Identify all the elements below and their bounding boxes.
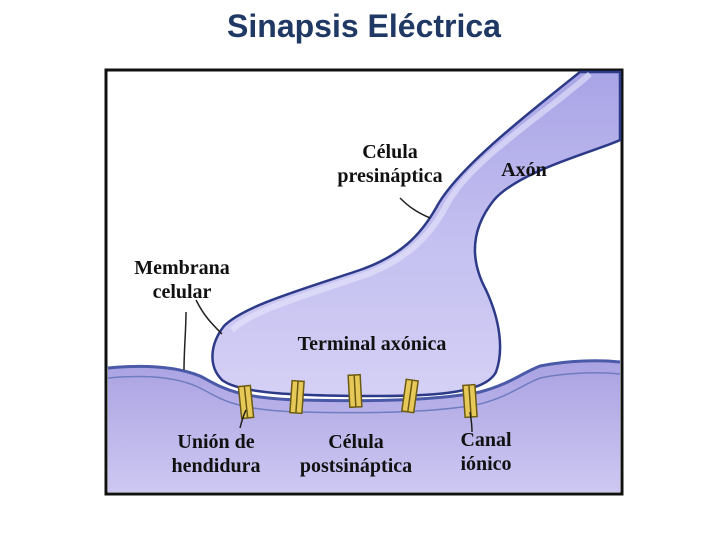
- axon-highlight: [229, 71, 592, 333]
- postsynaptic-membrane-inner: [107, 372, 621, 414]
- ion-channel: [237, 384, 255, 420]
- label-channel-line1: Canal: [460, 429, 512, 451]
- label-channel-line2: iónico: [460, 453, 511, 475]
- ion-channel: [289, 379, 305, 415]
- label-gap-line2: hendidura: [172, 455, 261, 477]
- presynaptic-cell: [211, 70, 622, 398]
- label-axon: Axón: [501, 159, 547, 181]
- postsynaptic-membrane: [107, 359, 621, 403]
- label-gap-line1: Unión de: [177, 431, 254, 453]
- leader-line-membrane: [195, 299, 223, 335]
- label-postsynaptic-line2: postsináptica: [300, 455, 412, 477]
- ion-channel: [347, 373, 363, 409]
- slide-title: Sinapsis Eléctrica: [227, 8, 501, 44]
- leader-line-channel: [469, 411, 473, 433]
- leader-line-membrane-post: [183, 311, 187, 371]
- label-membrane-line1: Membrana: [134, 257, 230, 279]
- leader-line-gap: [239, 409, 247, 429]
- ion-channel: [400, 378, 420, 414]
- label-presynaptic-line2: presináptica: [337, 165, 442, 187]
- leader-line-presynaptic: [399, 197, 431, 219]
- label-membrane-line2: celular: [153, 281, 212, 303]
- label-terminal: Terminal axónica: [298, 333, 447, 355]
- label-postsynaptic-line1: Célula: [328, 431, 384, 453]
- label-presynaptic-line1: Célula: [362, 141, 418, 163]
